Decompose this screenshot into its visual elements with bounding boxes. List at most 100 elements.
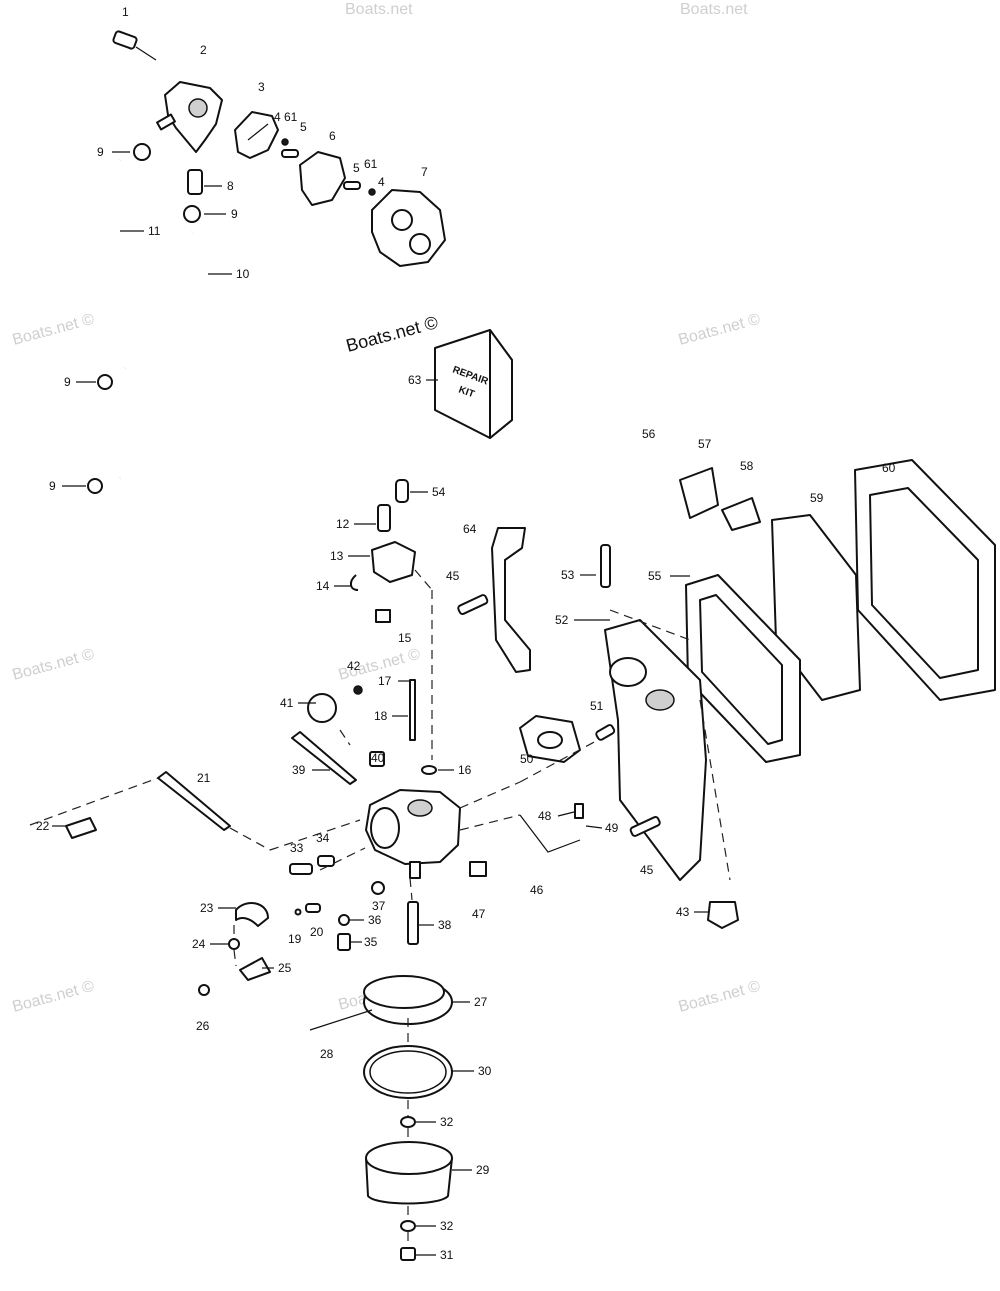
callout-4a: 4 — [274, 110, 281, 124]
callout-36: 36 — [368, 913, 382, 927]
part-45-bolt-b — [629, 816, 661, 837]
callout-17: 17 — [378, 674, 392, 688]
callout-2: 2 — [200, 43, 207, 57]
part-14-clip — [350, 574, 359, 591]
part-15-nut — [375, 609, 391, 623]
part-38-nozzle — [407, 901, 419, 945]
part-33-screw — [289, 863, 313, 875]
callout-20: 20 — [310, 925, 324, 939]
callout-22: 22 — [36, 819, 50, 833]
callout-45a: 45 — [446, 569, 460, 583]
callout-23: 23 — [200, 901, 214, 915]
callout-6: 6 — [329, 129, 336, 143]
callout-26: 26 — [196, 1019, 210, 1033]
callout-63: 63 — [408, 373, 422, 387]
part-36-washer — [338, 914, 350, 926]
callout-40: 40 — [371, 751, 385, 765]
callout-30: 30 — [478, 1064, 492, 1078]
callout-58: 58 — [740, 459, 754, 473]
part-58-reed-stop — [721, 497, 761, 531]
callout-55: 55 — [648, 569, 662, 583]
callout-16: 16 — [458, 763, 472, 777]
part-23-arm — [235, 902, 269, 927]
callout-59: 59 — [810, 491, 824, 505]
callout-53: 53 — [561, 568, 575, 582]
part-4-check-ball-b — [368, 188, 376, 196]
kit-label-line2: KIT — [457, 384, 476, 400]
part-13-bracket — [371, 541, 416, 583]
part-18-needle — [409, 679, 416, 741]
carb-throat — [370, 807, 400, 849]
part-9-clamp-a — [133, 143, 151, 161]
part-42-screw — [353, 685, 363, 695]
watermark-right-3: Boats.net © — [677, 978, 763, 1016]
callout-1: 1 — [122, 5, 129, 19]
part-57-reed — [679, 467, 719, 519]
manifold-group — [491, 459, 996, 929]
callout-5b: 5 — [353, 161, 360, 175]
callout-32a: 32 — [440, 1115, 454, 1129]
callout-42: 42 — [347, 659, 361, 673]
part-37-jet — [371, 881, 385, 895]
callout-49: 49 — [605, 821, 619, 835]
callout-5a: 5 — [300, 120, 307, 134]
part-46-link — [519, 814, 581, 853]
callout-9d: 9 — [49, 479, 56, 493]
callout-64: 64 — [463, 522, 477, 536]
callout-61b: 61 — [364, 157, 378, 171]
float-bowl-stack — [309, 975, 453, 1261]
part-43-plug — [707, 901, 739, 929]
part-22-lever — [65, 817, 97, 839]
part-47-nut — [469, 861, 487, 877]
callout-32b: 32 — [440, 1219, 454, 1233]
part-45-bolt-a — [457, 594, 489, 615]
part-39-lever — [291, 731, 357, 785]
watermark-left-2: Boats.net © — [11, 646, 97, 684]
callout-4b: 4 — [378, 175, 385, 189]
part-28-pin — [309, 1009, 373, 1031]
callout-10: 10 — [236, 267, 250, 281]
part-64-bracket — [491, 527, 531, 673]
part-31-plug — [400, 1247, 416, 1261]
callout-19: 19 — [288, 932, 302, 946]
part-54-screw — [395, 479, 409, 503]
watermark-right-1: Boats.net © — [677, 311, 763, 349]
callout-25: 25 — [278, 961, 292, 975]
callout-37: 37 — [372, 899, 386, 913]
callout-33: 33 — [290, 841, 304, 855]
callout-43: 43 — [676, 905, 690, 919]
part-53-pin — [600, 544, 611, 588]
callout-29: 29 — [476, 1163, 490, 1177]
part-16-cap — [421, 765, 437, 775]
watermark-left-1: Boats.net © — [11, 311, 97, 349]
carb-stem — [409, 861, 421, 879]
callout-38: 38 — [438, 918, 452, 932]
callout-15: 15 — [398, 631, 412, 645]
callout-21: 21 — [197, 771, 211, 785]
callout-57: 57 — [698, 437, 712, 451]
part-9-clamp-b — [183, 205, 201, 223]
part-1-screw — [112, 30, 157, 61]
part-63-repair-kit: REPAIR KIT — [434, 329, 513, 439]
part-9-clamp-d — [87, 478, 103, 494]
callout-39: 39 — [292, 763, 306, 777]
part-32-washer-b — [400, 1220, 416, 1232]
callout-8: 8 — [227, 179, 234, 193]
watermark-top-right: Boats.net — [680, 1, 748, 18]
part-6-pump-body — [299, 151, 346, 206]
callout-11: 11 — [148, 224, 161, 238]
callout-27: 27 — [474, 995, 488, 1009]
callout-12: 12 — [336, 517, 350, 531]
watermark-main: Boats.net © — [344, 312, 440, 356]
callout-14: 14 — [316, 579, 330, 593]
part-24-washer — [228, 938, 240, 950]
part-35-jet — [337, 933, 351, 951]
callout-48: 48 — [538, 809, 552, 823]
part-21-shaft — [157, 771, 231, 831]
part-51-screw — [595, 724, 616, 741]
part-48-pin — [574, 803, 584, 819]
callout-56: 56 — [642, 427, 656, 441]
part-4-check-ball-a — [281, 138, 289, 146]
callout-45b: 45 — [640, 863, 654, 877]
